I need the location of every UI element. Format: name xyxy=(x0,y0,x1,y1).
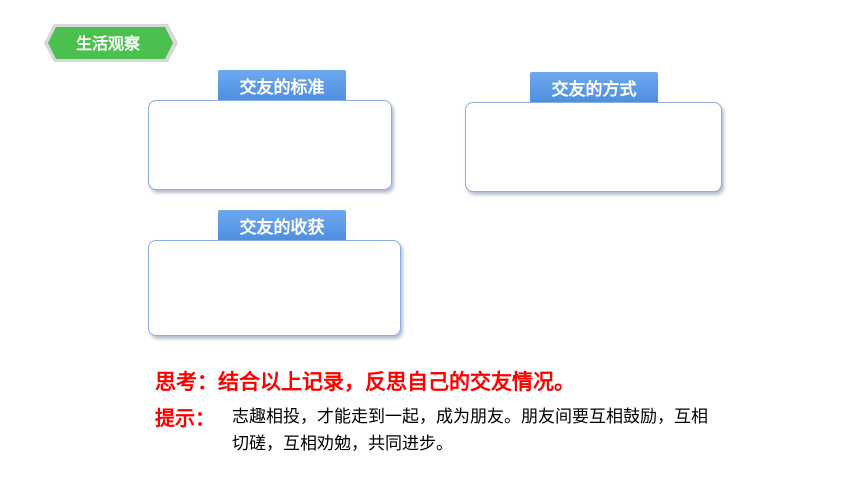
think-prompt: 思考：结合以上记录，反思自己的交友情况。 xyxy=(155,370,575,394)
card-title-method: 交友的方式 xyxy=(530,72,658,102)
hint-label: 提示： xyxy=(155,406,215,430)
hint-text: 志趣相投，才能走到一起，成为朋友。朋友间要互相鼓励，互相切磋，互相劝勉，共同进步… xyxy=(232,407,708,454)
card-body-standard[interactable] xyxy=(148,100,392,190)
section-badge: 生活观察 xyxy=(40,22,180,64)
card-body-gain[interactable] xyxy=(148,240,401,336)
card-body-method[interactable] xyxy=(465,102,722,192)
card-title-standard: 交友的标准 xyxy=(218,70,346,100)
card-title-gain: 交友的收获 xyxy=(218,210,346,240)
section-badge-label: 生活观察 xyxy=(75,34,140,53)
badge-shape xyxy=(44,24,178,62)
